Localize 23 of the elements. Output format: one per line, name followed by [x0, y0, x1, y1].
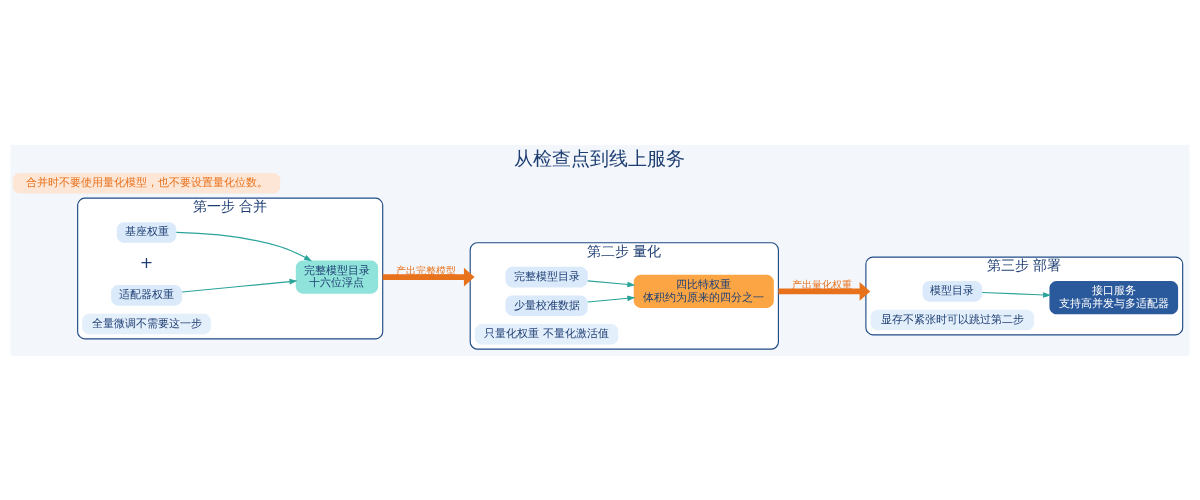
- node-box: 只量化权重 不量化激活值: [474, 323, 619, 345]
- node-box: 基座权重: [116, 221, 177, 243]
- arrow: [587, 279, 636, 287]
- arrow: [382, 267, 475, 286]
- arrow: [181, 278, 298, 293]
- edge-label: 产出完整模型: [396, 263, 457, 276]
- node-box: 少量校准数据: [505, 294, 588, 316]
- diagram-title: 从检查点到线上服务: [514, 146, 686, 170]
- node-box: 适配器权重: [111, 284, 182, 306]
- edge-label: 产出量化权重: [792, 277, 853, 290]
- arrow: [175, 231, 313, 261]
- arrow: [981, 291, 1052, 298]
- node-box: 四比特权重 体积约为原来的四分之一: [633, 274, 774, 308]
- node-box: 完整模型目录 十六位浮点: [295, 260, 379, 294]
- node-box: 模型目录: [922, 280, 982, 302]
- arrow: [778, 281, 871, 301]
- node-box: 完整模型目录: [505, 266, 588, 287]
- node-box: 合并时不要使用量化模型，也不要设置量化位数。: [12, 172, 281, 194]
- label: +: [139, 252, 154, 272]
- arrow: [587, 295, 636, 303]
- node-box: 全量微调不需要这一步: [82, 313, 211, 334]
- node-box: 显存不紧张时可以跳过第二步: [870, 309, 1034, 330]
- node-box: 接口服务 支持高并发与多适配器: [1049, 280, 1179, 314]
